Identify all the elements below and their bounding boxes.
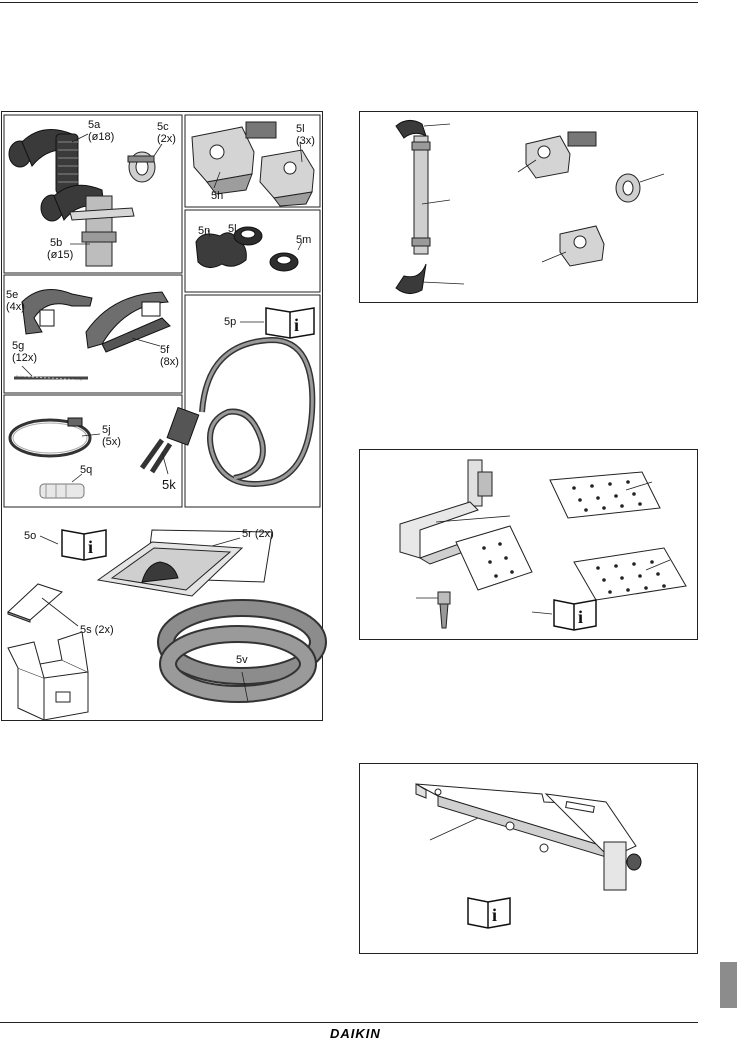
top-rule	[0, 2, 698, 3]
label-5l-grommet: 5l	[228, 223, 237, 235]
manual-info-glyph: i	[294, 315, 299, 335]
label-5b: 5b	[50, 237, 63, 249]
label-5c-qty: (2x)	[157, 133, 176, 145]
label-5q: 5q	[80, 464, 93, 476]
label-5n: 5n	[198, 225, 211, 237]
roof-bracket-icon	[191, 121, 315, 207]
bottom-rule	[0, 1022, 698, 1023]
manual-info-icon: i	[240, 307, 315, 339]
manual-info-glyph-rail: i	[492, 905, 497, 925]
mounting-rail-figure: i	[359, 763, 698, 954]
hose-bracket-figure	[359, 111, 698, 303]
strap-band-icon	[8, 417, 101, 499]
lag-bolt-icon	[416, 591, 451, 629]
accessories-figure-frames	[3, 114, 321, 508]
manual-info-icon-5o: i	[39, 529, 107, 561]
label-5m: 5m	[296, 234, 312, 246]
label-5f: 5f	[160, 344, 170, 356]
mounting-rail-icon	[415, 783, 642, 891]
label-5a-diameter: (ø18)	[88, 131, 115, 143]
cardboard-box-icon	[7, 631, 89, 721]
label-5c: 5c	[157, 121, 169, 133]
label-5e: 5e	[6, 289, 19, 301]
sensor-cable-icon	[139, 336, 316, 487]
label-5g: 5g	[12, 340, 25, 352]
corrugated-hose-assembly-icon	[395, 120, 465, 294]
wedge-icon	[7, 583, 79, 627]
label-5b-diameter: (ø15)	[47, 249, 74, 261]
manual-info-icon-rail: i	[467, 897, 511, 929]
corrugated-hose-icon	[8, 129, 135, 267]
label-5l: 5l	[296, 123, 305, 135]
roof-bracket-icon	[517, 131, 665, 267]
label-5j: 5j	[102, 424, 111, 436]
label-5l-qty: (3x)	[296, 135, 315, 147]
insulation-coil-icon	[157, 599, 327, 703]
label-5h: 5h	[211, 190, 224, 202]
label-5g-qty: (12x)	[12, 352, 38, 364]
manual-info-icon-roof-hook: i	[531, 599, 597, 631]
brand-logo: DAIKIN	[330, 1026, 381, 1041]
label-5o: 5o	[24, 530, 37, 542]
label-5a: 5a	[88, 119, 101, 131]
label-5k: 5k	[162, 477, 176, 492]
label-5s: 5s (2x)	[80, 624, 114, 636]
perforated-plate-icon	[455, 471, 687, 601]
label-5p: 5p	[224, 316, 237, 328]
accessories-figure: 5a (ø18) 5b (ø15) 5c (2x) 5h 5l (3x) 5n …	[1, 111, 327, 721]
pipe-clamp-icon	[14, 289, 171, 381]
chapter-tab	[720, 962, 737, 1008]
manual-info-glyph-roof-hook: i	[578, 607, 583, 627]
manual-info-glyph-5o: i	[88, 537, 93, 557]
label-5r: 5r (2x)	[242, 528, 274, 540]
label-5f-qty: (8x)	[160, 356, 179, 368]
hose-fitting-icon	[127, 143, 163, 183]
label-5v: 5v	[236, 654, 248, 666]
flashing-plate-icon	[96, 529, 273, 597]
label-5e-qty: (4x)	[6, 301, 25, 313]
roof-hook-figure: i	[359, 449, 698, 640]
grommet-set-icon	[195, 226, 303, 272]
label-5j-qty: (5x)	[102, 436, 121, 448]
